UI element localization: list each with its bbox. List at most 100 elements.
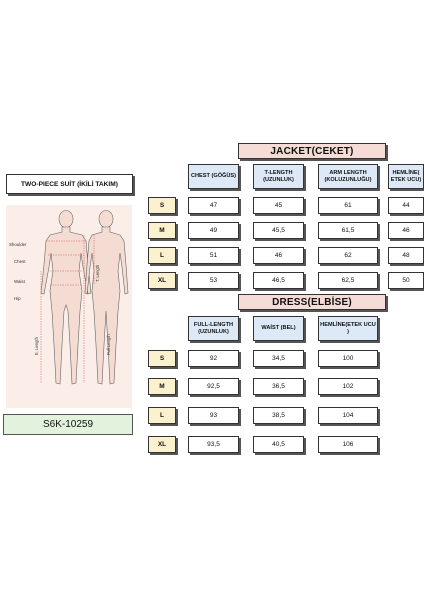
dress-col-hemline: HEMLİNE(ETEK UCU )	[318, 316, 378, 341]
dress-col-waist: WAİST (BEL)	[253, 316, 304, 341]
product-code: S6K-10259	[3, 414, 133, 435]
cell-value: 47	[209, 202, 218, 209]
dress-cell: 40,5	[253, 436, 304, 453]
cell-value: 53	[209, 277, 218, 284]
jacket-col-hemline: HEMLİNE( ETEK UCU)	[388, 164, 424, 189]
size-label: M	[159, 383, 165, 390]
dress-cell: 102	[318, 378, 378, 395]
dress-col-label: FULL-LENGTH (UZUNLUK)	[193, 321, 234, 335]
suit-title-text: TWO-PIECE SUİT (İKİLİ TAKIM)	[21, 180, 118, 188]
cell-value: 36,5	[272, 383, 285, 390]
cell-value: 50	[402, 277, 410, 284]
jacket-col-arm-length: ARM LENGTH (KOLUZUNLUĞU)	[318, 164, 378, 189]
cell-value: 46,5	[272, 277, 285, 284]
label-t-length: T. Length	[95, 264, 100, 282]
cell-value: 106	[342, 441, 354, 448]
label-shoulder: Shoulder	[9, 242, 27, 247]
jacket-cell: 46,5	[253, 272, 304, 289]
jacket-cell: 45	[253, 197, 304, 214]
jacket-col-label: ARM LENGTH (KOLUZUNLUĞU)	[324, 169, 372, 183]
dress-col-full-length: FULL-LENGTH (UZUNLUK)	[188, 316, 239, 341]
silhouette-illustration	[40, 210, 129, 385]
jacket-title-text: JACKET(CEKET)	[270, 145, 354, 157]
dress-col-label: WAİST (BEL)	[261, 325, 296, 331]
size-label: L	[160, 412, 164, 419]
jacket-cell: 44	[388, 197, 424, 214]
product-code-text: S6K-10259	[42, 419, 94, 430]
cell-value: 34,5	[272, 355, 285, 362]
size-label: L	[160, 252, 164, 259]
cell-value: 93	[209, 412, 218, 419]
label-e-length: E. Length	[34, 337, 39, 355]
jacket-cell: 48	[388, 247, 424, 264]
cell-value: 48	[402, 252, 410, 259]
jacket-cell: 62,5	[318, 272, 378, 289]
cell-value: 45,5	[272, 227, 285, 234]
body-measurement-figure: Shoulder Chest Waist Hip T. Length E. Le…	[6, 205, 132, 408]
jacket-title: JACKET(CEKET)	[238, 143, 386, 159]
jacket-cell: 61,5	[318, 222, 378, 239]
dress-cell: 92,5	[188, 378, 239, 395]
dress-cell: 36,5	[253, 378, 304, 395]
jacket-cell: 51	[188, 247, 239, 264]
jacket-cell: 49	[188, 222, 239, 239]
dress-cell: 34,5	[253, 350, 304, 367]
dress-size-xl: XL	[148, 436, 176, 453]
dress-cell: 92	[188, 350, 239, 367]
jacket-col-t-length: T-LENGTH (UZUNLUK)	[253, 164, 304, 189]
cell-value: 49	[209, 227, 218, 234]
suit-title: TWO-PIECE SUİT (İKİLİ TAKIM)	[6, 174, 133, 194]
jacket-col-label: CHEST (GÖĞÜS)	[190, 173, 237, 179]
cell-value: 104	[342, 412, 354, 419]
jacket-size-xl: XL	[148, 272, 176, 289]
cell-value: 61,5	[341, 227, 355, 234]
cell-value: 44	[402, 202, 410, 209]
dress-cell: 93	[188, 407, 239, 424]
cell-value: 40,5	[272, 441, 285, 448]
dress-col-label: HEMLİNE(ETEK UCU )	[320, 321, 376, 335]
dress-title: DRESS(ELBİSE)	[238, 294, 386, 310]
jacket-cell: 50	[388, 272, 424, 289]
cell-value: 38,5	[272, 412, 285, 419]
dress-cell: 106	[318, 436, 378, 453]
dress-title-text: DRESS(ELBİSE)	[272, 296, 352, 308]
cell-value: 92,5	[207, 383, 220, 390]
jacket-cell: 46	[253, 247, 304, 264]
cell-value: 100	[342, 355, 354, 362]
cell-value: 62,5	[341, 277, 355, 284]
size-label: S	[159, 355, 165, 362]
jacket-cell: 62	[318, 247, 378, 264]
cell-value: 51	[209, 252, 218, 259]
size-label: XL	[157, 277, 167, 284]
jacket-cell: 45,5	[253, 222, 304, 239]
jacket-size-s: S	[148, 197, 176, 214]
dress-cell: 38,5	[253, 407, 304, 424]
dress-cell: 100	[318, 350, 378, 367]
jacket-col-chest: CHEST (GÖĞÜS)	[188, 164, 239, 189]
jacket-cell: 47	[188, 197, 239, 214]
jacket-size-m: M	[148, 222, 176, 239]
dress-size-m: M	[148, 378, 176, 395]
jacket-col-label: T-LENGTH (UZUNLUK)	[263, 169, 294, 183]
label-waist: Waist	[14, 279, 25, 284]
size-label: XL	[157, 441, 167, 448]
label-chest: Chest	[14, 259, 26, 264]
cell-value: 61	[344, 202, 352, 209]
dress-size-s: S	[148, 350, 176, 367]
label-full-length: Full Length	[106, 334, 111, 355]
jacket-cell: 46	[388, 222, 424, 239]
cell-value: 46	[274, 252, 283, 259]
size-label: M	[159, 227, 165, 234]
size-label: S	[159, 202, 165, 209]
cell-value: 46	[402, 227, 410, 234]
cell-value: 45	[274, 202, 283, 209]
label-hip: Hip	[14, 296, 21, 301]
dress-size-l: L	[148, 407, 176, 424]
dress-cell: 93,5	[188, 436, 239, 453]
jacket-size-l: L	[148, 247, 176, 264]
dress-cell: 104	[318, 407, 378, 424]
cell-value: 102	[342, 383, 354, 390]
jacket-cell: 61	[318, 197, 378, 214]
jacket-cell: 53	[188, 272, 239, 289]
cell-value: 92	[209, 355, 218, 362]
